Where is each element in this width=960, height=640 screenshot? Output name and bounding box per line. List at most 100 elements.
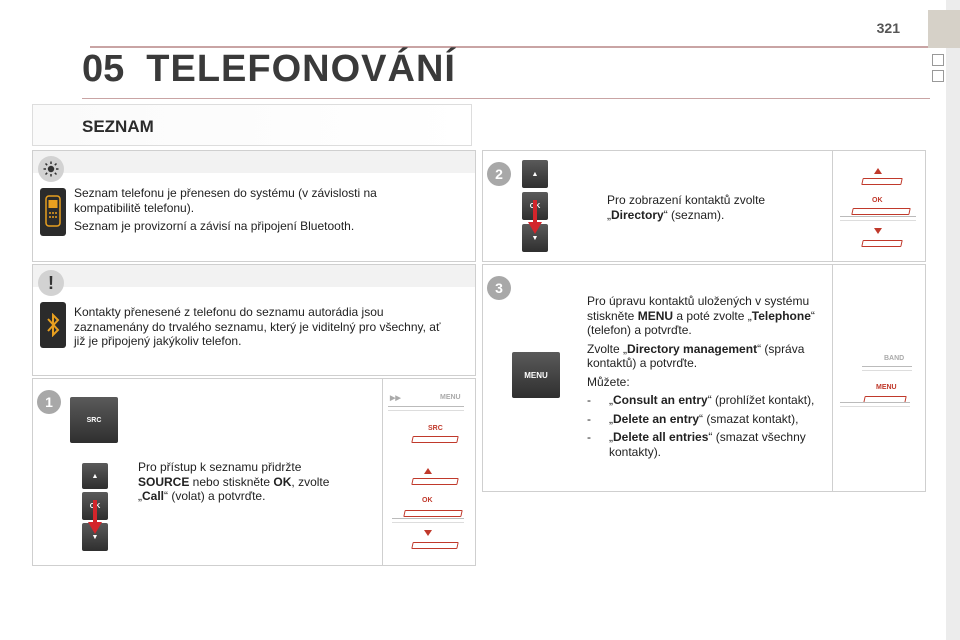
up-button: ▲ [82,463,108,489]
list-item-rest: “ (smazat kontakt), [699,411,799,426]
chapter-marker-box [932,54,944,66]
step3-p1-b1: MENU [637,308,674,323]
page-edge-strip [946,0,960,640]
up-arrow-icon: ▲ [531,170,539,178]
chapter-title: TELEFONOVÁNÍ [146,48,456,90]
step3-para-3: Můžete: [587,374,630,389]
list-item-bold: Delete an entry [613,411,700,426]
bluetooth-icon [40,302,66,348]
step1-t2: nebo stiskněte [189,474,274,489]
step-number-1: 1 [37,390,61,414]
schematic-line [840,216,916,221]
info-text: Seznam telefonu je přenesen do systému (… [74,186,414,238]
list-open-quote: „ [609,393,613,407]
down-button: ▼ [522,224,548,252]
red-press-arrow-icon [528,200,542,234]
phone-icon [40,188,66,236]
section-banner [32,104,472,146]
red-press-arrow-icon [88,500,102,534]
sun-tip-icon [38,156,64,182]
chapter-number: 05 [82,48,125,90]
step2-text: Pro zobrazení kontaktů zvolte „Directory… [607,193,807,222]
list-item: - „Delete an entry“ (smazat kontakt), [587,412,823,427]
schematic-up-icon [874,168,882,174]
step1-t3: , zvolte „ [138,474,330,504]
step-number-3: 3 [487,276,511,300]
step3-p1-t3: “ (telefon) a potvrďte. [587,308,815,338]
schematic-down-icon [424,530,432,536]
schematic-menu-label: MENU [876,384,897,391]
step2-b1: Directory [611,207,664,222]
step1-b3: Call [142,489,165,503]
step3-para-2: Zvolte „Directory management“ (správa ko… [587,342,823,371]
schematic-up-icon [424,468,432,474]
schematic-menu-label: MENU [440,394,461,401]
schematic-up-bar [411,478,459,485]
schematic-line [840,402,910,407]
list-item-rest: “ (smazat všechny kontakty). [609,430,806,459]
exclamation-icon: ! [38,270,64,296]
step3-p2-t2: “ (správa kontaktů) a potvrďte. [587,341,805,371]
panel-header [33,151,475,173]
step3-p1-t2: a poté zvolte „ [673,308,752,323]
schematic-line [862,366,912,371]
info-line-1: Seznam telefonu je přenesen do systému (… [74,186,377,215]
title-rule-bottom [82,98,930,99]
schematic-down-bar [411,542,459,549]
menu-button-label: MENU [524,370,548,380]
list-item-bold: Delete all entries [613,430,709,444]
src-button: SRC [70,397,118,443]
list-dash: - [587,393,591,407]
step3-p1-t1: Pro úpravu kontaktů uložených v systému … [587,294,810,323]
schematic-down-bar [861,240,903,247]
section-title: SEZNAM [82,117,154,136]
chapter-marker-box [932,70,944,82]
step3-text: Pro úpravu kontaktů uložených v systému … [587,294,823,463]
step3-p2-b1: Directory management [627,341,758,356]
step1-text: Pro přístup k seznamu přidržte SOURCE ne… [138,460,358,504]
step1-t1: Pro přístup k seznamu přidržte [138,460,302,474]
page-corner-tab [928,10,960,48]
up-arrow-icon: ▲ [91,472,99,480]
list-item-bold: Consult an entry [613,393,708,407]
chapter-heading: 05 TELEFONOVÁNÍ [82,48,456,91]
schematic-up-bar [861,178,903,185]
up-button: ▲ [522,160,548,188]
play-icon: ▶▶ [390,395,401,402]
schematic-src-bar [411,436,459,443]
down-arrow-icon: ▼ [531,234,539,242]
list-dash: - [587,430,591,444]
info-line-2: Seznam je provizorní a závisí na připoje… [74,219,355,233]
step3-p2-t1: Zvolte „ [587,341,628,356]
list-item-rest: “ (prohlížet kontakt), [707,393,815,407]
panel-header [33,265,475,287]
schematic-ok-label: OK [872,197,883,204]
schematic-line [388,406,464,411]
schematic-band-label: BAND [884,355,905,362]
list-dash: - [587,411,591,426]
warning-panel [32,264,476,376]
step1-b1: SOURCE [138,474,190,489]
step-number-2: 2 [487,162,511,186]
step1-t4: “ (volat) a potvrďte. [164,489,266,503]
step3-para-1: Pro úpravu kontaktů uložených v systému … [587,294,823,338]
step3-divider [832,264,833,492]
step3-p1-b2: Telephone [751,308,811,323]
src-button-label: SRC [86,416,102,424]
step2-divider [832,150,833,262]
schematic-down-icon [874,228,882,234]
warning-text: Kontakty přenesené z telefonu do seznamu… [74,305,441,348]
step2-panel [482,150,926,262]
step2-t1: Pro zobrazení kontaktů zvolte „ [607,193,766,222]
list-open-quote: „ [609,430,613,444]
list-open-quote: „ [609,411,613,426]
list-item: - „Consult an entry“ (prohlížet kontakt), [587,393,823,408]
schematic-ok-label: OK [422,497,433,504]
step1-divider [382,378,383,566]
schematic-src-label: SRC [428,425,443,432]
schematic-line [392,518,464,523]
step2-t2: “ (seznam). [663,207,725,222]
step1-b2: OK [273,474,292,489]
info-panel [32,150,476,262]
page-number: 321 [876,20,900,36]
